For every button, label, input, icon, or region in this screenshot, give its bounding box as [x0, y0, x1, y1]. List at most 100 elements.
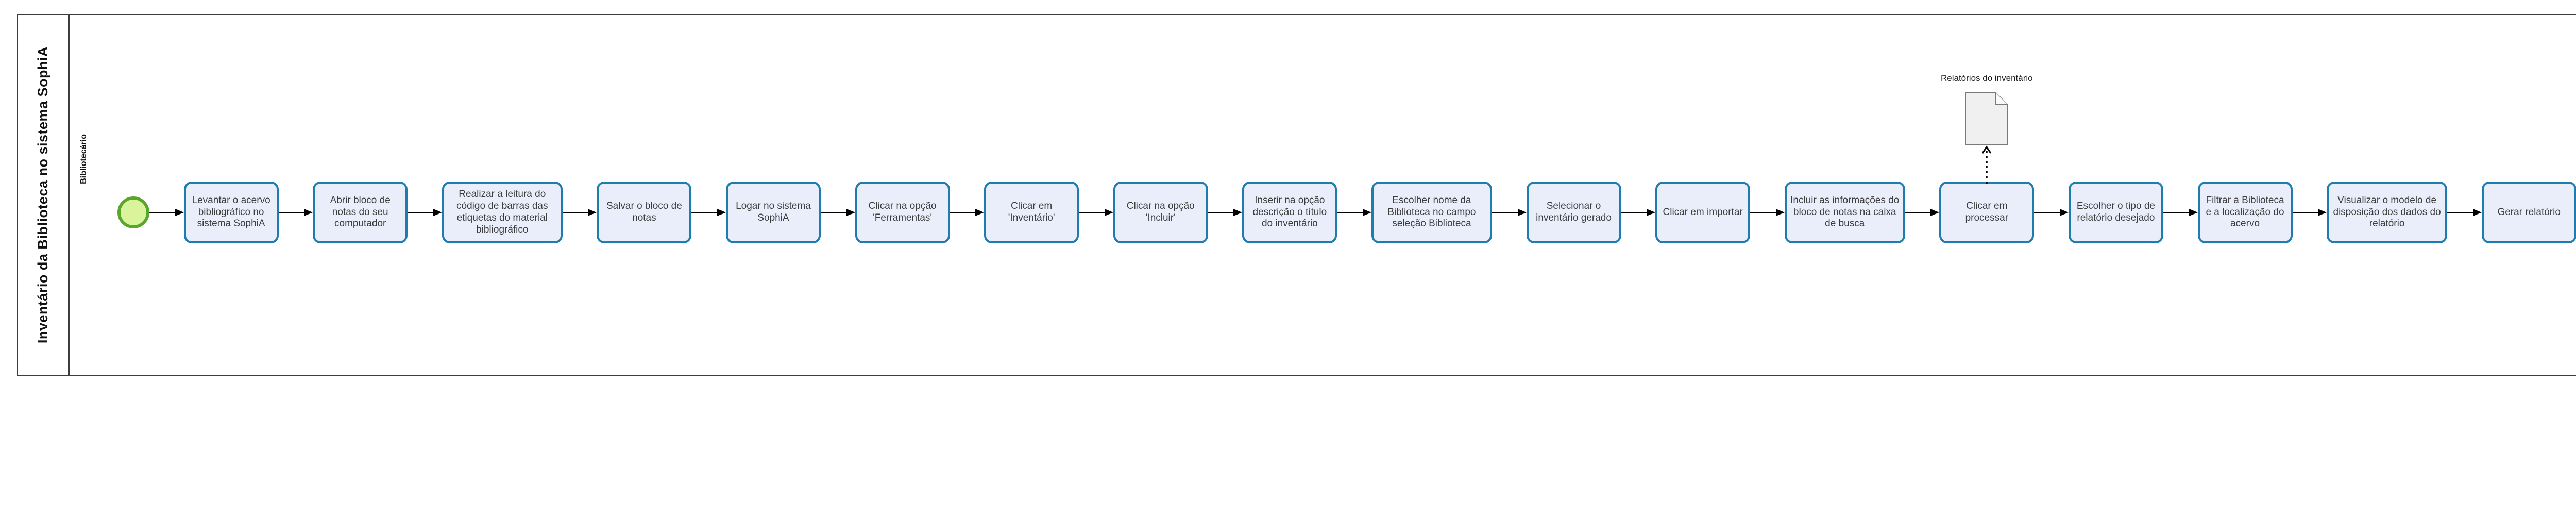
arrowhead-icon — [1517, 209, 1527, 216]
sequence-flow-arrow — [820, 208, 855, 217]
sequence-flow-arrow — [562, 208, 597, 217]
task-label: Escolher o tipo de relatório desejado — [2076, 201, 2155, 223]
task-7: Clicar em 'Inventário' — [984, 182, 1079, 243]
lane-label-band: Bibliotecário — [79, 15, 89, 375]
pool-title-band: Inventário da Biblioteca no sistema Soph… — [18, 15, 70, 375]
sequence-flow-arrow — [149, 208, 184, 217]
task-18: Gerar relatório — [2481, 182, 2576, 243]
arrowhead-icon — [304, 209, 313, 216]
sequence-flow-arrow — [2292, 208, 2327, 217]
arrowhead-icon — [1647, 209, 1656, 216]
task-label: Inserir na opção descrição o título do i… — [1252, 194, 1327, 229]
sequence-flow-arrow — [2447, 208, 2482, 217]
sequence-flow-arrow — [950, 208, 985, 217]
task-17: Visualizar o modelo de disposição dos da… — [2327, 182, 2448, 243]
sequence-flow-arrow — [278, 208, 313, 217]
process-flow-row: Levantar o acervo bibliográfico no siste… — [117, 73, 2576, 243]
arrowhead-icon — [1930, 209, 1940, 216]
arrowhead-icon — [717, 209, 726, 216]
sequence-flow-line — [1905, 211, 1931, 213]
sequence-flow-arrow — [1621, 208, 1656, 217]
task-1: Levantar o acervo bibliográfico no siste… — [183, 182, 279, 243]
arrowhead-icon — [175, 209, 184, 216]
arrowhead-icon — [2318, 209, 2327, 216]
task-5: Logar no sistema SophiA — [725, 182, 821, 243]
task-9: Inserir na opção descrição o título do i… — [1242, 182, 1337, 243]
sequence-flow-line — [2447, 211, 2473, 213]
task-14: Clicar em processar Relatórios do inventá… — [1939, 73, 2035, 243]
sequence-flow-line — [1750, 211, 1776, 213]
arrowhead-icon — [2059, 209, 2069, 216]
arrowhead-icon — [2472, 209, 2482, 216]
bpmn-pool: Inventário da Biblioteca no sistema Soph… — [17, 14, 2576, 376]
sequence-flow-arrow — [1750, 208, 1785, 217]
task-label: Realizar a leitura do código de barras d… — [456, 189, 548, 235]
start-event — [117, 196, 149, 228]
sequence-flow-line — [278, 211, 304, 213]
task-label: Abrir bloco de notas do seu computador — [330, 194, 391, 229]
task-label: Clicar em 'Inventário' — [1008, 201, 1055, 223]
arrowhead-icon — [1233, 209, 1243, 216]
sequence-flow-line — [149, 211, 175, 213]
task-6: Clicar na opção 'Ferramentas' — [855, 182, 950, 243]
sequence-flow-arrow — [1337, 208, 1371, 217]
arrowhead-icon — [1775, 209, 1785, 216]
sequence-flow-line — [1208, 211, 1234, 213]
task-2: Abrir bloco de notas do seu computador — [313, 182, 408, 243]
data-object-attachment: Relatórios do inventário — [1920, 73, 2054, 184]
task-15: Escolher o tipo de relatório desejado — [2068, 182, 2163, 243]
sequence-flow-line — [820, 211, 846, 213]
pool-title: Inventário da Biblioteca no sistema Soph… — [35, 46, 50, 344]
task-16: Filtrar a Biblioteca e a localização do … — [2197, 182, 2293, 243]
bpmn-lane: Bibliotecário Levantar o acervo bibliogr… — [71, 15, 2576, 375]
task-label: Clicar na opção 'Incluir' — [1126, 201, 1195, 223]
sequence-flow-line — [1621, 211, 1647, 213]
task-label: Filtrar a Biblioteca e a localização do … — [2206, 194, 2284, 229]
task-13: Incluir as informações do bloco de notas… — [1784, 182, 1905, 243]
sequence-flow-line — [691, 211, 717, 213]
sequence-flow-arrow — [1208, 208, 1243, 217]
sequence-flow-line — [1079, 211, 1105, 213]
arrowhead-icon — [433, 209, 442, 216]
arrowhead-icon — [1104, 209, 1113, 216]
association-dotted-line — [1982, 145, 1992, 184]
task-label: Salvar o bloco de notas — [606, 201, 682, 223]
arrowhead-icon — [846, 209, 855, 216]
sequence-flow-arrow — [691, 208, 726, 217]
sequence-flow-line — [1337, 211, 1363, 213]
task-label: Clicar na opção 'Ferramentas' — [868, 201, 937, 223]
task-12: Clicar em importar — [1655, 182, 1751, 243]
data-object-label: Relatórios do inventário — [1941, 73, 2033, 83]
sequence-flow-arrow — [2163, 208, 2198, 217]
sequence-flow-arrow — [1905, 208, 1940, 217]
task-10: Escolher nome da Biblioteca no campo sel… — [1371, 182, 1492, 243]
task-3: Realizar a leitura do código de barras d… — [442, 182, 563, 243]
task-label: Visualizar o modelo de disposição dos da… — [2333, 194, 2441, 229]
task-label: Clicar em importar — [1663, 206, 1743, 218]
task-11: Selecionar o inventário gerado — [1526, 182, 1621, 243]
task-label: Logar no sistema SophiA — [736, 201, 811, 223]
task-label: Clicar em processar — [1965, 201, 2009, 223]
task-label: Levantar o acervo bibliográfico no siste… — [192, 194, 270, 229]
sequence-flow-arrow — [1492, 208, 1527, 217]
sequence-flow-line — [2034, 211, 2060, 213]
task-label: Selecionar o inventário gerado — [1536, 201, 1612, 223]
document-icon — [1965, 92, 2009, 145]
sequence-flow-arrow — [2034, 208, 2069, 217]
sequence-flow-line — [2292, 211, 2318, 213]
sequence-flow-line — [2163, 211, 2189, 213]
task-label: Escolher nome da Biblioteca no campo sel… — [1387, 194, 1476, 229]
arrowhead-icon — [1362, 209, 1371, 216]
sequence-flow-line — [950, 211, 976, 213]
sequence-flow-line — [562, 211, 588, 213]
sequence-flow-arrow — [408, 208, 442, 217]
sequence-flow-arrow — [1079, 208, 1113, 217]
sequence-flow-line — [408, 211, 433, 213]
arrowhead-icon — [588, 209, 597, 216]
arrowhead-icon — [975, 209, 985, 216]
task-label: Incluir as informações do bloco de notas… — [1790, 194, 1900, 229]
sequence-flow-line — [1492, 211, 1518, 213]
task-8: Clicar na opção 'Incluir' — [1113, 182, 1208, 243]
task-4: Salvar o bloco de notas — [597, 182, 692, 243]
arrowhead-icon — [2189, 209, 2198, 216]
